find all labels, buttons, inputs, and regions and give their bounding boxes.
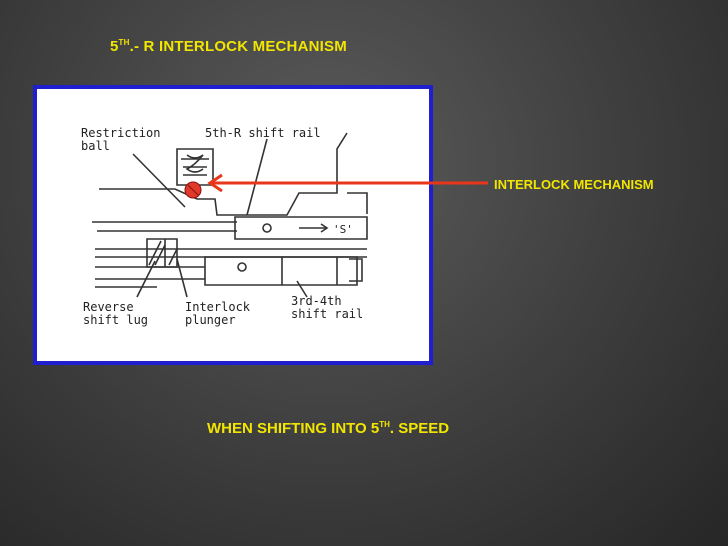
mechanism-drawing [92,132,368,298]
label-s: 'S' [333,223,353,236]
slide-title: 5TH.- R INTERLOCK MECHANISM [110,38,347,55]
label-shift-rail: 5th-R shift rail [205,126,321,140]
slide-caption: WHEN SHIFTING INTO 5TH. SPEED [207,420,450,437]
callout-label: INTERLOCK MECHANISM [494,177,654,192]
